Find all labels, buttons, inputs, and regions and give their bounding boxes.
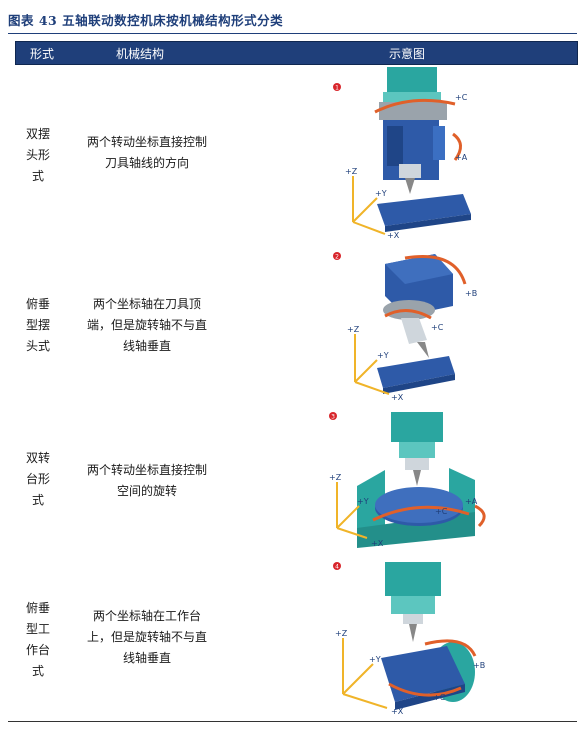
svg-text:+X: +X (391, 707, 404, 716)
table-row: 俯垂 型工 作台 式 两个坐标轴在工作台 上，但是旋转轴不与直 线轴垂直 4 +… (15, 560, 576, 718)
header-form: 形式 (30, 47, 55, 61)
svg-text:+A: +A (455, 153, 468, 162)
bottom-rule (8, 721, 577, 722)
nutating-table-diagram: 4 +Z +Y +X +B +C (333, 562, 485, 716)
table-row: 双摆 头形 式 两个转动坐标直接控制 刀具轴线的方向 1 +Z +Y +X +C… (15, 64, 576, 240)
double-swing-head-diagram: 1 +Z +Y +X +C +A (333, 67, 471, 240)
svg-text:+Z: +Z (335, 629, 348, 638)
svg-text:+X: +X (371, 539, 384, 548)
svg-text:4: 4 (335, 564, 339, 571)
form-cell: 双摆 头形 式 (25, 127, 50, 183)
svg-text:+Z: +Z (329, 473, 342, 482)
header-diagram: 示意图 (389, 47, 426, 61)
svg-text:3: 3 (331, 414, 335, 421)
svg-text:2: 2 (335, 254, 339, 261)
svg-text:+Y: +Y (369, 655, 381, 664)
svg-text:+Y: +Y (377, 351, 389, 360)
svg-text:+C: +C (435, 507, 448, 516)
svg-text:+Z: +Z (345, 167, 358, 176)
svg-text:+B: +B (473, 661, 485, 670)
double-rotary-table-diagram: 3 +Z +Y +X +C +A (329, 412, 486, 548)
svg-text:+X: +X (387, 231, 400, 240)
svg-text:1: 1 (335, 85, 339, 92)
title-underline (8, 33, 577, 34)
form-cell: 双转 台形 式 (25, 451, 50, 507)
table-header: 形式 机械结构 示意图 (15, 41, 578, 65)
structure-cell: 两个转动坐标直接控制 刀具轴线的方向 (86, 135, 207, 170)
header-structure: 机械结构 (116, 47, 165, 61)
diagram-badge (333, 83, 341, 91)
svg-text:+C: +C (433, 693, 446, 702)
form-cell: 俯垂 型工 作台 式 (25, 601, 50, 678)
svg-text:+C: +C (431, 323, 444, 332)
diagram-badge (329, 412, 337, 420)
structure-cell: 两个转动坐标直接控制 空间的旋转 (86, 463, 207, 498)
nutating-head-diagram: 2 +Z +Y +X +B +C (333, 252, 477, 402)
structure-cell: 两个坐标轴在工作台 上，但是旋转轴不与直 线轴垂直 (86, 609, 207, 665)
svg-text:+Y: +Y (357, 497, 369, 506)
table-row: 俯垂 型摆 头式 两个坐标轴在刀具顶 端，但是旋转轴不与直 线轴垂直 2 +Z … (15, 244, 576, 404)
svg-text:+X: +X (391, 393, 404, 402)
structure-cell: 两个坐标轴在刀具顶 端，但是旋转轴不与直 线轴垂直 (86, 297, 207, 353)
form-cell: 俯垂 型摆 头式 (25, 297, 50, 353)
svg-text:+C: +C (455, 93, 468, 102)
diagram-badge (333, 252, 341, 260)
table-row: 双转 台形 式 两个转动坐标直接控制 空间的旋转 3 +Z +Y +X +C +… (15, 408, 576, 558)
svg-text:+Z: +Z (347, 325, 360, 334)
svg-text:+Y: +Y (375, 189, 387, 198)
svg-text:+B: +B (465, 289, 477, 298)
figure-title: 图表 43 五轴联动数控机床按机械结构形式分类 (8, 13, 284, 28)
diagram-badge (333, 562, 341, 570)
svg-text:+A: +A (465, 497, 478, 506)
